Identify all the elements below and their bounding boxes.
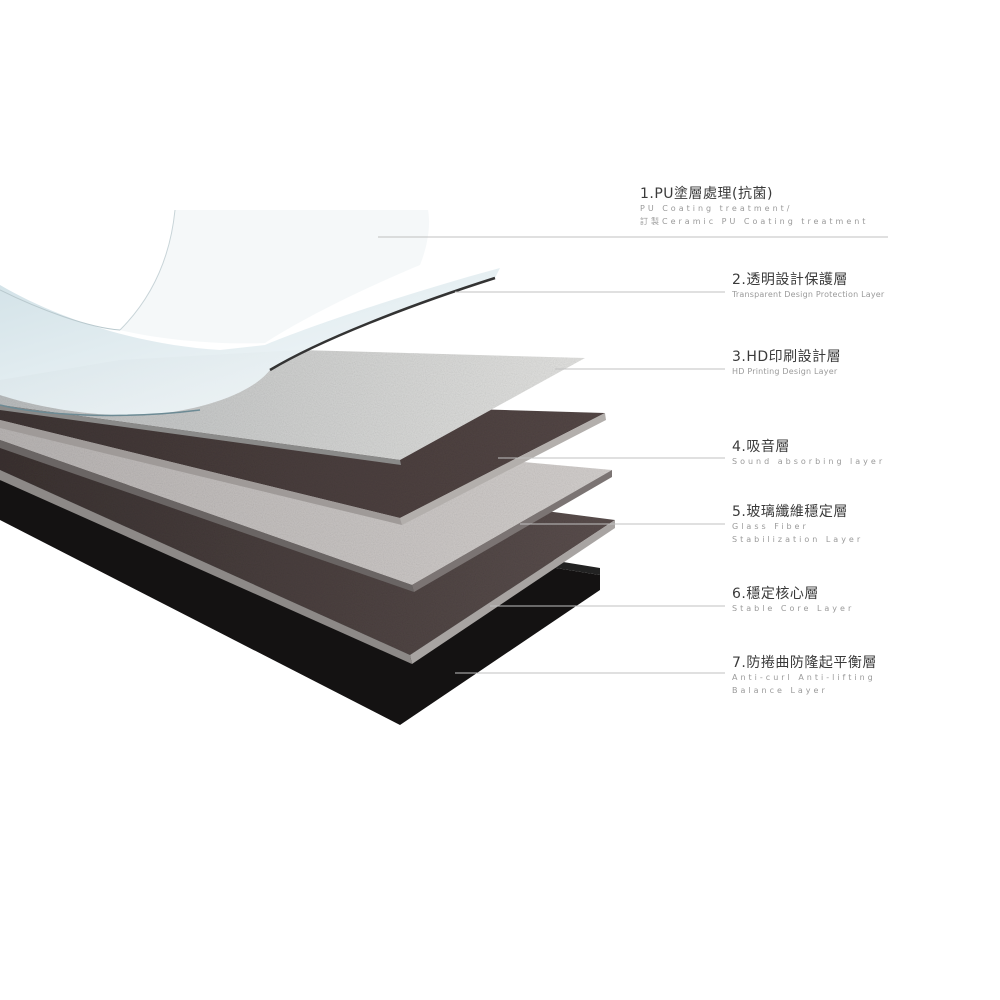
layer-subtitle-5a: Glass Fiber [732, 522, 809, 531]
layer-label-2: 2.透明設計保護層 Transparent Design Protection … [732, 272, 884, 301]
layer-title-1: 1.PU塗層處理(抗菌) [640, 186, 773, 202]
layer-title-2: 2.透明設計保護層 [732, 272, 848, 288]
layer-title-4: 4.吸音層 [732, 439, 790, 455]
layer-subtitle-2: Transparent Design Protection Layer [732, 290, 885, 299]
layer-label-5: 5.玻璃纖維穩定層 Glass Fiber Stabilization Laye… [732, 504, 863, 546]
layer-subtitle-1b: 訂製Ceramic PU Coating treatment [640, 217, 869, 226]
layer-label-1: 1.PU塗層處理(抗菌) PU Coating treatment/ 訂製Cer… [640, 186, 868, 228]
layer-subtitle-3: HD Printing Design Layer [732, 367, 838, 376]
layer-label-7: 7.防捲曲防隆起平衡層 Anti-curl Anti-lifting Balan… [732, 655, 877, 697]
layer-subtitle-1a: PU Coating treatment/ [640, 204, 793, 213]
layer-subtitle-7a: Anti-curl Anti-lifting [732, 673, 876, 682]
layer-title-5: 5.玻璃纖維穩定層 [732, 504, 848, 520]
layer-label-6: 6.穩定核心層 Stable Core Layer [732, 586, 854, 615]
pu-coating-layer-sheet [0, 209, 430, 344]
layer-subtitle-7b: Balance Layer [732, 686, 828, 695]
layer-title-6: 6.穩定核心層 [732, 586, 819, 602]
layer-title-3: 3.HD印刷設計層 [732, 349, 842, 365]
leader-lines [378, 236, 888, 674]
transparent-protection-layer-sheet [0, 268, 500, 417]
layer-subtitle-6: Stable Core Layer [732, 604, 855, 613]
layer-subtitle-4: Sound absorbing layer [732, 457, 886, 466]
layer-subtitle-5b: Stabilization Layer [732, 535, 864, 544]
layer-label-4: 4.吸音層 Sound absorbing layer [732, 439, 885, 468]
layer-title-7: 7.防捲曲防隆起平衡層 [732, 655, 877, 671]
layer-label-3: 3.HD印刷設計層 HD Printing Design Layer [732, 349, 841, 378]
